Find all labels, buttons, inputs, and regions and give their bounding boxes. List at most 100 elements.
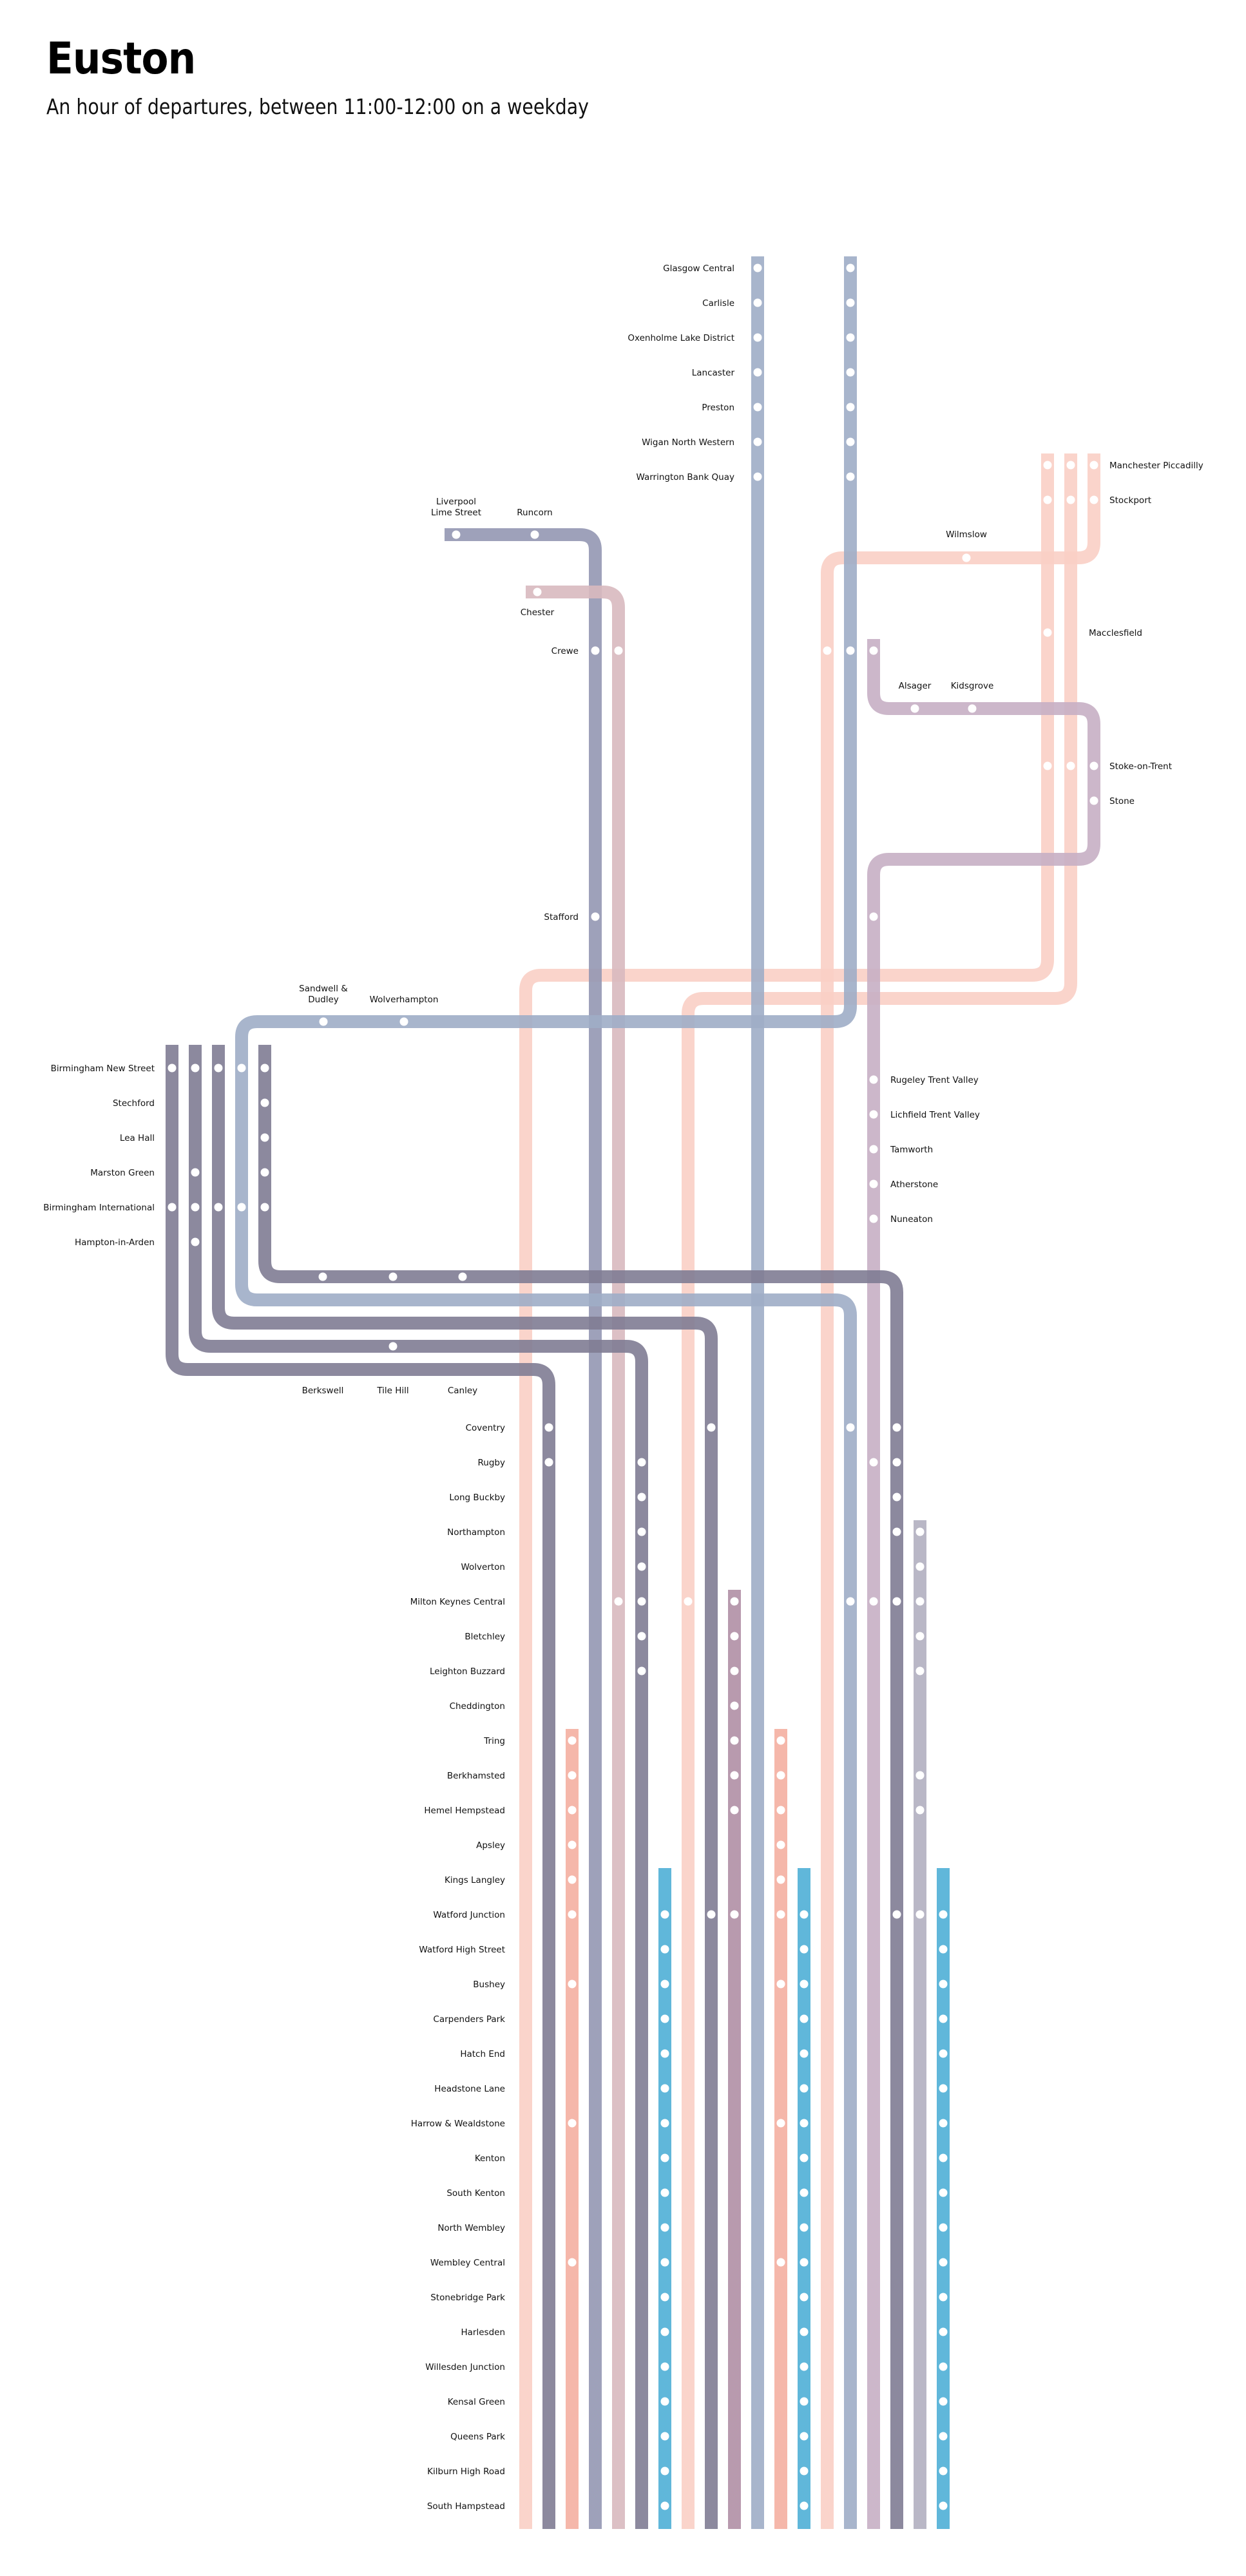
stop-marker xyxy=(237,1064,246,1073)
stop-marker xyxy=(191,1203,200,1212)
stop-marker xyxy=(388,1342,398,1351)
stop-marker xyxy=(846,1597,855,1606)
station-label: Canley xyxy=(448,1386,477,1396)
stop-marker xyxy=(1089,796,1098,805)
stop-marker xyxy=(319,1017,328,1026)
station-label: Runcorn xyxy=(517,508,552,518)
stop-marker xyxy=(637,1632,646,1641)
station-label: Bletchley xyxy=(465,1632,505,1642)
station-label: Manchester Piccadilly xyxy=(1109,461,1203,471)
stop-marker xyxy=(614,646,623,655)
station-label: Nuneaton xyxy=(890,1214,933,1225)
station-label: Lichfield Trent Valley xyxy=(890,1110,980,1120)
stop-marker xyxy=(869,1214,878,1223)
station-label: Wolverton xyxy=(461,1562,505,1572)
stop-marker xyxy=(260,1133,269,1142)
stop-marker xyxy=(1043,761,1052,770)
stop-marker xyxy=(1043,628,1052,637)
route-line-s15 xyxy=(867,639,1100,2529)
stop-marker xyxy=(684,1597,693,1606)
station-label: Hatch End xyxy=(460,2049,505,2059)
station-label: Lea Hall xyxy=(120,1133,155,1143)
stop-marker xyxy=(800,2432,809,2441)
stop-marker xyxy=(776,2119,785,2128)
stop-marker xyxy=(753,263,762,272)
station-label: Bushey xyxy=(473,1980,505,1990)
stop-marker xyxy=(846,368,855,377)
route-lines xyxy=(166,256,1100,2529)
station-label: Rugby xyxy=(478,1458,505,1468)
stop-marker xyxy=(568,1806,577,1815)
stop-marker xyxy=(753,368,762,377)
station-label: Leighton Buzzard xyxy=(430,1666,505,1677)
stop-marker xyxy=(846,403,855,412)
station-label: Crewe xyxy=(551,646,579,656)
route-line-s4 xyxy=(526,586,625,2529)
stop-marker xyxy=(730,1666,739,1675)
station-label: Wembley Central xyxy=(430,2258,505,2268)
stop-marker xyxy=(637,1597,646,1606)
route-line-s13 xyxy=(821,453,1100,2529)
stop-marker xyxy=(800,1980,809,1989)
stop-marker xyxy=(892,1423,901,1432)
stop-marker xyxy=(939,2362,948,2371)
station-label: Marston Green xyxy=(90,1168,155,1178)
stop-marker xyxy=(892,1458,901,1467)
stop-marker xyxy=(846,333,855,342)
station-label: Stonebridge Park xyxy=(430,2293,505,2303)
stop-marker xyxy=(637,1493,646,1502)
station-label: Stechford xyxy=(113,1098,155,1109)
stop-marker xyxy=(846,646,855,655)
station-label: Stockport xyxy=(1109,495,1151,506)
stop-marker xyxy=(660,2258,669,2267)
stop-marker xyxy=(915,1632,925,1641)
stop-marker xyxy=(753,403,762,412)
station-label: Stoke-on-Trent xyxy=(1109,761,1172,772)
stop-marker xyxy=(191,1064,200,1073)
stop-marker xyxy=(730,1701,739,1710)
stop-marker xyxy=(399,1017,408,1026)
stop-marker xyxy=(939,2501,948,2510)
stop-marker xyxy=(800,2223,809,2232)
stop-marker xyxy=(939,2014,948,2023)
station-label: Coventry xyxy=(466,1423,505,1433)
stop-marker xyxy=(800,2293,809,2302)
stop-marker xyxy=(869,1145,878,1154)
stop-marker xyxy=(846,1423,855,1432)
stop-marker xyxy=(800,2501,809,2510)
stop-marker xyxy=(800,2258,809,2267)
station-label: Kings Langley xyxy=(445,1875,505,1885)
stop-marker xyxy=(800,2084,809,2093)
station-label: Wigan North Western xyxy=(642,437,734,448)
stop-marker xyxy=(237,1203,246,1212)
stop-marker xyxy=(939,2119,948,2128)
stop-marker xyxy=(939,2153,948,2162)
stop-marker xyxy=(915,1771,925,1780)
stop-marker xyxy=(1066,461,1075,470)
station-label: Preston xyxy=(702,403,734,413)
stop-marker xyxy=(776,1771,785,1780)
stop-marker xyxy=(939,2049,948,2058)
station-label: Alsager xyxy=(899,681,932,691)
stop-marker xyxy=(260,1203,269,1212)
stop-marker xyxy=(915,1910,925,1919)
station-label: Glasgow Central xyxy=(663,263,734,274)
stop-marker xyxy=(1089,761,1098,770)
stop-marker xyxy=(800,2119,809,2128)
station-label: Hampton-in-Arden xyxy=(75,1237,155,1248)
station-label: Queens Park xyxy=(450,2432,505,2442)
stop-marker xyxy=(730,1806,739,1815)
route-line-s3 xyxy=(445,528,602,2529)
stop-marker xyxy=(776,2258,785,2267)
station-label: Kensal Green xyxy=(448,2397,505,2407)
stop-marker xyxy=(260,1064,269,1073)
stop-marker xyxy=(660,2014,669,2023)
stop-marker xyxy=(452,530,461,539)
stop-marker xyxy=(1066,495,1075,504)
stop-marker xyxy=(1043,461,1052,470)
stop-marker xyxy=(637,1527,646,1536)
stop-marker xyxy=(869,646,878,655)
stop-marker xyxy=(846,298,855,307)
stop-marker xyxy=(707,1423,716,1432)
